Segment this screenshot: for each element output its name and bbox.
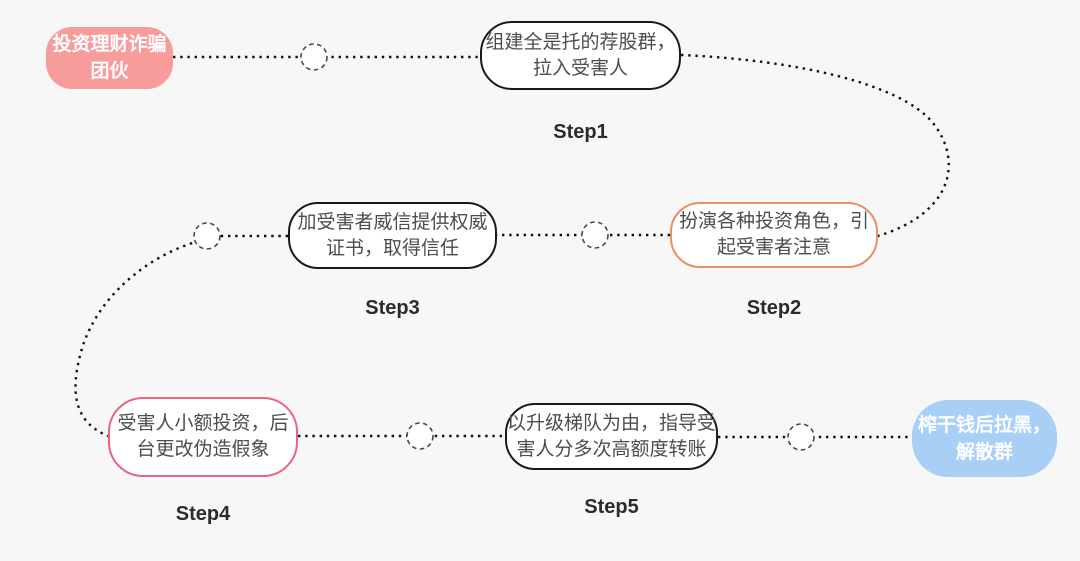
junction-circle-2 (581, 221, 609, 249)
node-step4-text: 受害人小额投资，后 台更改伪造假象 (117, 413, 289, 460)
node-start-fraud-gang: 投资理财诈骗 团伙 (46, 27, 173, 89)
node-step4: 受害人小额投资，后 台更改伪造假象 (108, 397, 298, 477)
node-step3: 加受害者威信提供权威 证书，取得信任 (288, 202, 497, 269)
step2-label: Step2 (746, 297, 802, 319)
node-step5: 以升级梯队为由，指导受 害人分多次高额度转账 (505, 403, 718, 470)
node-step2: 扮演各种投资角色，引 起受害者注意 (670, 202, 878, 268)
connector-step1-to-step2-curve (680, 53, 950, 238)
node-end-text: 榨干钱后拉黑， 解散群 (917, 414, 1051, 463)
junction-circle-1 (300, 43, 328, 71)
node-end-blacklist: 榨干钱后拉黑， 解散群 (912, 400, 1057, 477)
step1-label: Step1 (553, 121, 608, 143)
junction-circle-4 (406, 422, 434, 450)
node-step1-text: 组建全是托的荐股群， 拉入受害人 (485, 31, 676, 79)
node-start-text: 投资理财诈骗 团伙 (52, 34, 167, 82)
junction-circle-3 (193, 222, 221, 250)
node-step2-text: 扮演各种投资角色，引 起受害者注意 (678, 211, 869, 258)
node-step5-text: 以升级梯队为由，指导受 害人分多次高额度转账 (507, 412, 717, 460)
node-step3-text: 加受害者威信提供权威 证书，取得信任 (297, 211, 488, 259)
step4-label: Step4 (175, 503, 231, 525)
node-step1: 组建全是托的荐股群， 拉入受害人 (480, 21, 681, 90)
step3-label: Step3 (365, 297, 420, 319)
step5-label: Step5 (584, 496, 639, 518)
junction-circle-5 (787, 423, 815, 451)
